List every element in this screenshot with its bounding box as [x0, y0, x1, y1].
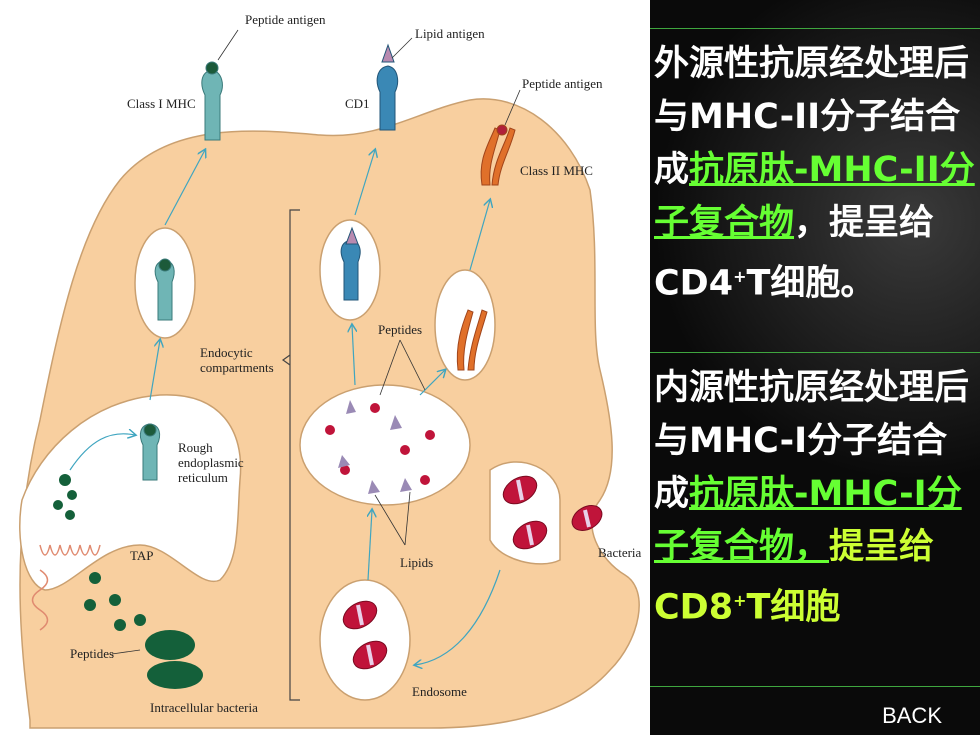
label-class1-mhc: Class I MHC [127, 96, 196, 111]
endocytic-vesicle [299, 384, 471, 506]
endosome-vesicle [319, 579, 411, 701]
rule-top [650, 28, 980, 29]
p2-sup: + [733, 591, 747, 610]
label-peptides-left: Peptides [70, 646, 115, 661]
cd1-surface [376, 43, 399, 131]
class1-mhc-surface [201, 61, 223, 141]
label-lipids: Lipids [400, 555, 434, 570]
paragraph-endogenous: 内源性抗原经处理后与MHC-I分子结合成抗原肽-MHC-I分子复合物，提呈给 CD… [654, 362, 976, 635]
p2-post2: CD8 [654, 587, 734, 628]
mhc2-in-vesicle [456, 309, 488, 371]
label-endosome: Endosome [412, 684, 467, 699]
p2-highlight: 抗原肽-MHC-I分子复合物， [654, 474, 962, 567]
cd1-in-vesicle [340, 226, 361, 301]
paragraph-exogenous: 外源性抗原经处理后与MHC-II分子结合成抗原肽-MHC-II分子复合物，提呈给… [654, 38, 976, 311]
endocytic-contents [325, 400, 435, 494]
label-class2-mhc: Class II MHC [520, 163, 593, 178]
p1-highlight: 抗原肽-MHC-II分子复合物 [654, 150, 975, 243]
er-membrane [19, 394, 242, 591]
p1-post1: ，提呈给 [794, 203, 935, 243]
antigen-presentation-diagram: Peptide antigen Lipid antigen Peptide an… [19, 12, 642, 729]
label-peptide-antigen-top: Peptide antigen [245, 12, 326, 27]
back-button[interactable]: BACK [882, 703, 942, 728]
label-cd1: CD1 [345, 96, 370, 111]
label-tap: TAP [130, 548, 154, 563]
diagram-svg [19, 29, 640, 729]
p1-pre: 外源性抗原经处理后与MHC-II分子结合成 [654, 44, 970, 190]
p2-pre: 内源性抗原经处理后与MHC-I分子结合成 [654, 368, 970, 514]
label-bacteria: Bacteria [598, 545, 642, 560]
rule-bottom [650, 686, 980, 687]
label-lipid-antigen: Lipid antigen [415, 26, 485, 41]
cytosolic-peptides [53, 474, 146, 631]
text-panel: 外源性抗原经处理后与MHC-II分子结合成抗原肽-MHC-II分子复合物，提呈给… [650, 0, 980, 735]
p1-sup: + [733, 267, 747, 286]
p1-post3: T细胞。 [746, 263, 876, 304]
p2-post3: T细胞 [746, 587, 841, 628]
tap-channel [31, 544, 101, 631]
mhc1-in-vesicle [154, 258, 175, 321]
label-endocytic-compartments: Endocytic compartments [200, 345, 274, 375]
bacteria-stripes [356, 479, 591, 666]
rule-middle [650, 352, 980, 353]
class2-mhc-surface [480, 124, 516, 186]
label-rough-er: Rough endoplasmic reticulum [178, 440, 244, 485]
label-peptides-mid: Peptides [378, 322, 423, 337]
intracellular-bacteria [145, 630, 203, 689]
label-intracellular-bacteria: Intracellular bacteria [150, 700, 258, 715]
label-peptide-antigen-right: Peptide antigen [522, 76, 603, 91]
bracket [281, 209, 300, 701]
p2-post1: 提呈给 [829, 527, 935, 567]
p1-post2: CD4 [654, 263, 734, 304]
leader-lines [111, 29, 521, 655]
mhc1-in-er [139, 423, 161, 481]
